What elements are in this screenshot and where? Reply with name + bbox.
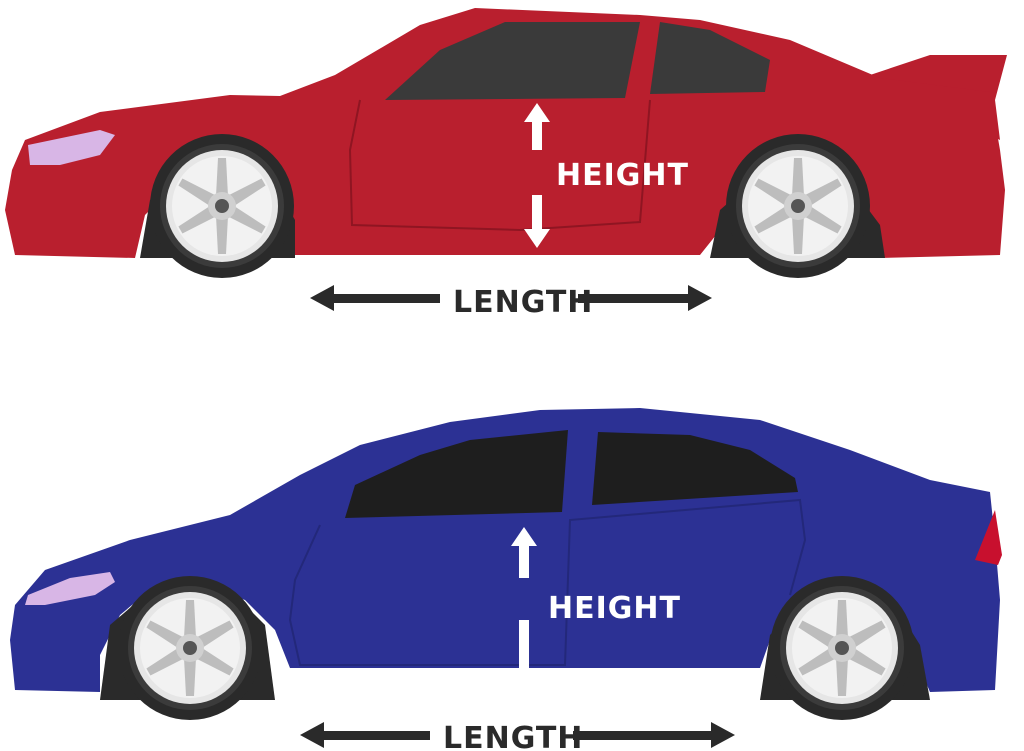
red-car-height-arrow-icon [524, 103, 550, 248]
blue-car-front-window [345, 430, 568, 518]
blue-car-height-arrow-icon [511, 527, 537, 688]
red-car-door-line [348, 99, 651, 232]
blue-car: HEIGHT LENGTH [10, 408, 1002, 751]
blue-car-front-wheel-icon [118, 576, 262, 720]
blue-car-rear-window [592, 432, 798, 505]
blue-car-length-arrow-icon [300, 722, 735, 748]
red-car-length-arrow-icon [310, 285, 712, 311]
blue-car-door-line [288, 498, 807, 666]
blue-car-taillight [975, 510, 1002, 565]
red-car-rear-wheel-icon [726, 134, 870, 278]
red-car: HEIGHT LENGTH [5, 8, 1007, 320]
red-car-height-label: HEIGHT [556, 158, 689, 193]
blue-car-height-label: HEIGHT [548, 591, 681, 626]
red-car-front-wheel-icon [150, 134, 294, 278]
red-car-headlight [28, 130, 115, 165]
blue-car-length-label: LENGTH [443, 721, 583, 751]
red-car-rear-window [650, 22, 770, 94]
blue-car-headlight [25, 572, 115, 605]
red-car-front-window [385, 22, 640, 100]
blue-car-rear-wheel-icon [770, 576, 914, 720]
red-car-length-label: LENGTH [453, 285, 593, 320]
